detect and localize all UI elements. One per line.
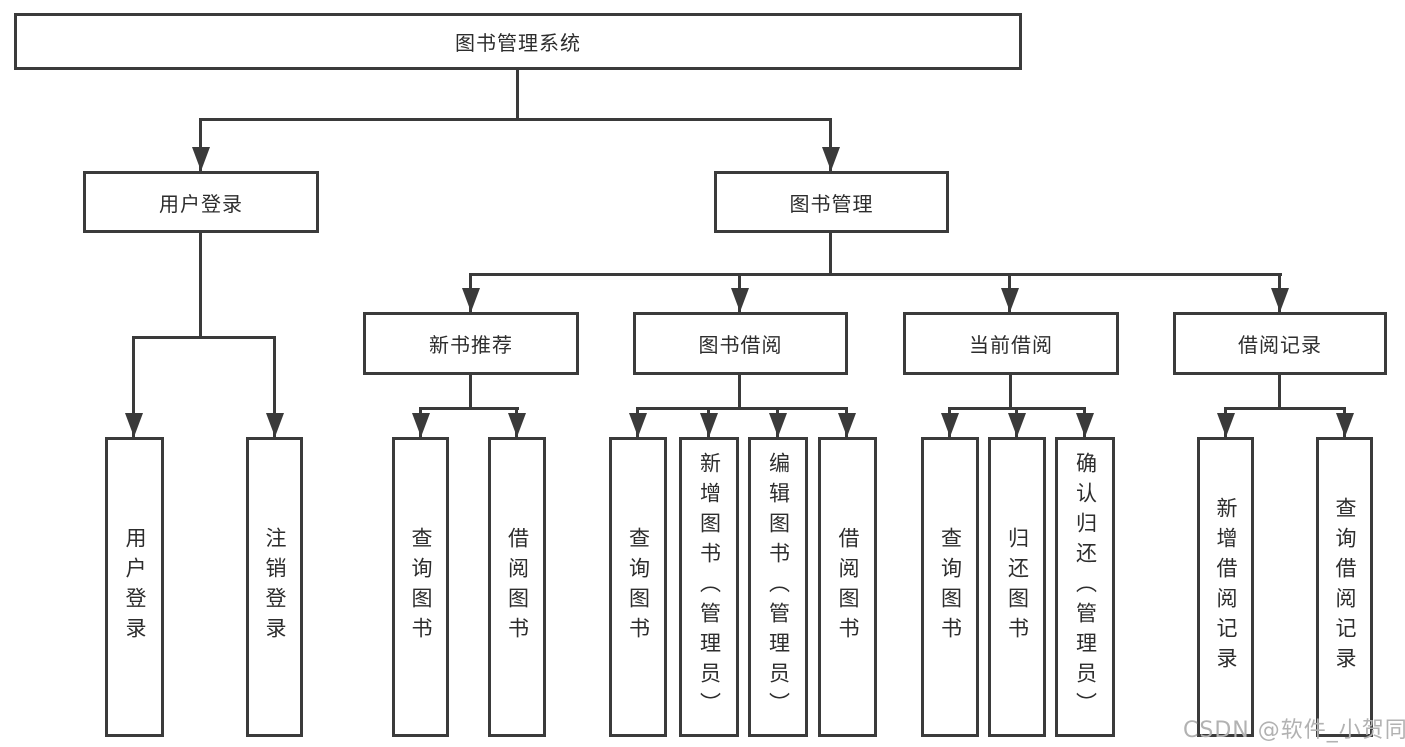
leaf-label: 确认归还（管理员） [1073, 452, 1098, 722]
connector-arrow-leaf-borrow-books [845, 407, 848, 437]
node-label: 用户登录 [159, 191, 243, 216]
leaf-label: 借阅图书 [836, 527, 860, 647]
node-label: 图书借阅 [698, 333, 783, 357]
node-user-login: 用户登录 [83, 171, 319, 233]
connector-recommend-stub [469, 375, 472, 407]
connector-arrow-leaf-query-recommend [419, 407, 422, 437]
connector-current-stub [1009, 375, 1012, 407]
leaf-label: 归还图书 [1005, 527, 1030, 647]
node-borrowing-records: 借阅记录 [1173, 312, 1387, 375]
connector-user-login-bus [133, 336, 276, 339]
connector-arrow-leaf-borrow-recommend [515, 407, 518, 437]
connector-user-login-stub [199, 233, 202, 336]
node-book-management: 图书管理 [714, 171, 949, 233]
leaf-query-borrow-record: 查询借阅记录 [1316, 437, 1373, 737]
leaf-label: 查询图书 [938, 527, 963, 647]
connector-records-bus [1224, 407, 1346, 410]
connector-root-stub [516, 70, 519, 118]
leaf-return-books: 归还图书 [988, 437, 1046, 737]
connector-arrow-leaf-add-books [707, 407, 710, 437]
leaf-label: 注销登录 [263, 527, 287, 647]
leaf-logout: 注销登录 [246, 437, 303, 737]
connector-arrow-leaf-user-login [132, 336, 135, 437]
connector-arrow-leaf-logout [273, 336, 276, 437]
connector-arrow-book-borrowing [738, 273, 741, 312]
leaf-label: 查询借阅记录 [1333, 497, 1357, 677]
node-label: 图书管理 [789, 191, 874, 216]
leaf-query-books-recommend: 查询图书 [392, 437, 449, 737]
node-label: 借阅记录 [1238, 333, 1322, 357]
connector-arrow-user-login [199, 118, 202, 171]
connector-arrow-borrowing-records [1278, 273, 1281, 312]
connector-borrowing-stub [738, 375, 741, 407]
leaf-edit-books-admin: 编辑图书（管理员） [748, 437, 808, 737]
leaf-borrow-books-recommend: 借阅图书 [488, 437, 546, 737]
node-book-borrowing: 图书借阅 [633, 312, 848, 375]
leaf-query-books-current: 查询图书 [921, 437, 979, 737]
connector-arrow-leaf-confirm-return [1083, 407, 1086, 437]
csdn-watermark: CSDN @软件_小贺同学 [1183, 718, 1405, 743]
leaf-label: 新增图书（管理员） [697, 452, 722, 722]
connector-arrow-leaf-query-current [948, 407, 951, 437]
node-label: 图书管理系统 [455, 31, 581, 55]
connector-recommend-bus [419, 407, 519, 410]
leaf-confirm-return-admin: 确认归还（管理员） [1055, 437, 1115, 737]
node-new-book-recommendation: 新书推荐 [363, 312, 579, 375]
connector-arrow-leaf-query-borrowing [636, 407, 639, 437]
connector-arrow-leaf-query-record [1343, 407, 1346, 437]
leaf-label: 编辑图书（管理员） [766, 452, 791, 722]
leaf-borrow-books: 借阅图书 [818, 437, 877, 737]
leaf-label: 查询图书 [626, 527, 651, 647]
connector-level2-bus [199, 118, 832, 121]
leaf-add-books-admin: 新增图书（管理员） [679, 437, 739, 737]
connector-borrowing-bus [636, 407, 848, 410]
node-library-management-system: 图书管理系统 [14, 13, 1022, 70]
connector-records-stub [1278, 375, 1281, 407]
connector-arrow-book-management [829, 118, 832, 171]
connector-arrow-leaf-return-books [1015, 407, 1018, 437]
leaf-label: 新增借阅记录 [1214, 497, 1238, 677]
connector-book-management-stub [829, 233, 832, 273]
leaf-query-books-borrowing: 查询图书 [609, 437, 667, 737]
node-label: 新书推荐 [429, 333, 513, 357]
connector-arrow-leaf-edit-books [776, 407, 779, 437]
leaf-add-borrow-record: 新增借阅记录 [1197, 437, 1254, 737]
connector-level3-bus [470, 273, 1282, 276]
leaf-label: 查询图书 [409, 527, 433, 647]
leaf-user-login: 用户登录 [105, 437, 164, 737]
connector-arrow-leaf-add-record [1224, 407, 1227, 437]
connector-arrow-current-borrowing [1008, 273, 1011, 312]
node-label: 当前借阅 [969, 333, 1053, 357]
node-current-borrowing: 当前借阅 [903, 312, 1119, 375]
leaf-label: 借阅图书 [505, 527, 530, 647]
leaf-label: 用户登录 [123, 527, 147, 647]
connector-arrow-new-book-recommendation [469, 273, 472, 312]
